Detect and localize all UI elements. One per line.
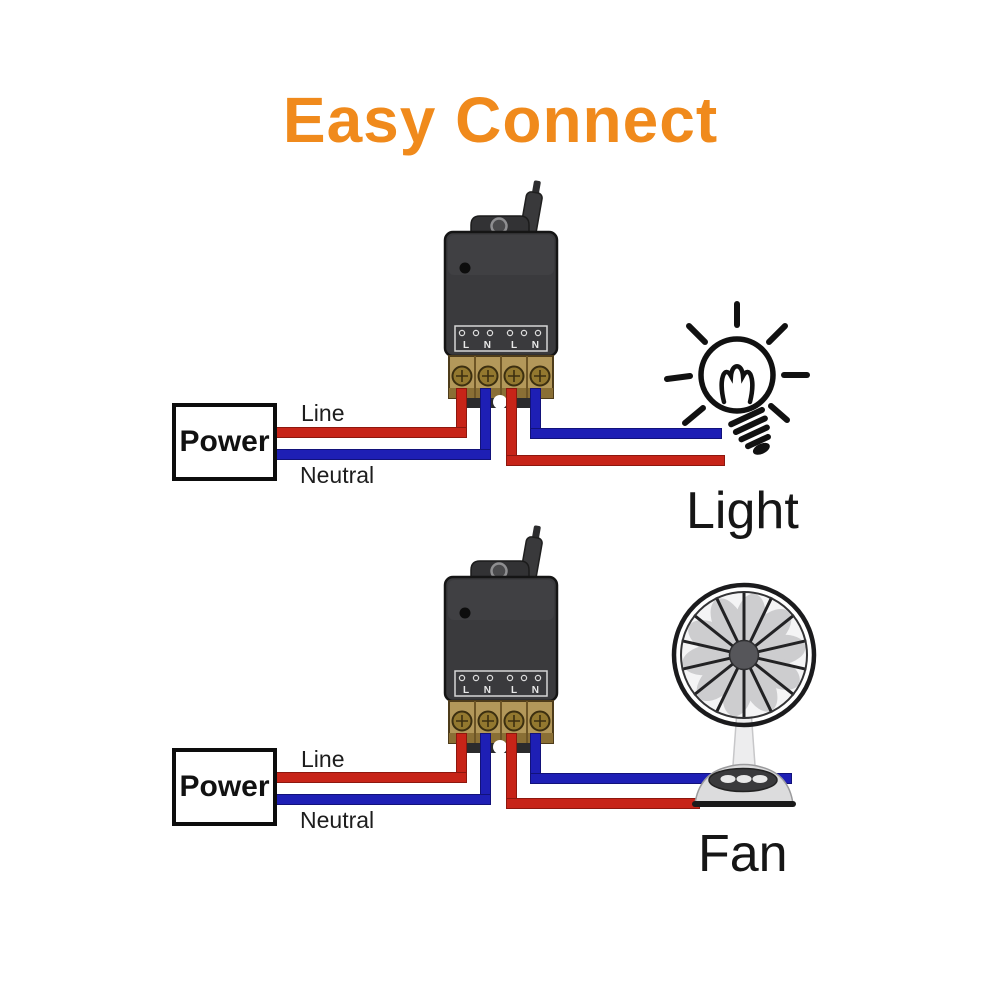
- neutral-wire-relay-drop: [480, 388, 491, 460]
- bulb-rays-icon: [664, 301, 810, 426]
- led-indicator-icon: [459, 262, 471, 274]
- neutral-wire-label: Neutral: [300, 807, 375, 833]
- line-wire-relay-drop: [456, 388, 467, 438]
- terminal-label-strip: L N L N: [454, 325, 548, 352]
- rf-relay-module-icon: L N L N: [443, 180, 559, 409]
- line-wire-label: Line: [301, 746, 345, 772]
- terminal-labels-out: L N: [463, 340, 497, 351]
- terminal-screws-icon: [451, 710, 551, 732]
- load-line-wire-drop: [506, 733, 517, 809]
- line-wire-label: Line: [301, 400, 345, 426]
- load-label-light: Light: [686, 482, 799, 540]
- neutral-wire-relay-drop: [480, 733, 491, 805]
- load-neutral-wire-drop: [530, 733, 541, 784]
- bulb-base-threads: [728, 406, 771, 455]
- line-wire: [276, 772, 467, 783]
- terminal-labels-in: L N: [511, 685, 545, 696]
- light-bulb-icon: [664, 301, 810, 455]
- line-wire-relay-drop: [456, 733, 467, 783]
- line-wire: [276, 427, 467, 438]
- relay-bottom-housing: [461, 740, 539, 754]
- terminal-screws-icon: [451, 365, 551, 387]
- bulb-filament: [719, 364, 755, 405]
- terminal-labels-out: L N: [463, 685, 497, 696]
- rf-relay-module-icon: L N L N: [443, 525, 559, 754]
- load-neutral-wire: [530, 773, 792, 784]
- power-source-box: Power: [172, 403, 277, 481]
- led-indicator-icon: [459, 607, 471, 619]
- power-source-box: Power: [172, 748, 277, 826]
- fan-base: [692, 763, 796, 807]
- neutral-wire: [276, 794, 491, 805]
- load-neutral-wire-drop: [530, 388, 541, 439]
- neutral-wire-label: Neutral: [300, 462, 375, 488]
- relay-body: [443, 575, 559, 703]
- load-label-fan: Fan: [698, 825, 788, 883]
- terminal-labels-in: L N: [511, 340, 545, 351]
- load-line-wire-drop: [506, 388, 517, 466]
- relay-body: [443, 230, 559, 358]
- load-line-wire: [506, 455, 725, 466]
- terminal-label-strip: L N L N: [454, 670, 548, 697]
- power-label: Power: [179, 770, 270, 803]
- page-title: Easy Connect: [282, 84, 719, 156]
- neutral-wire: [276, 449, 491, 460]
- desk-fan-icon: [671, 582, 817, 807]
- load-line-wire: [506, 798, 700, 809]
- fan-hub: [728, 639, 760, 671]
- bulb-glass: [698, 336, 776, 414]
- relay-bottom-housing: [461, 395, 539, 409]
- power-label: Power: [179, 425, 270, 458]
- fan-cage-rim: [671, 582, 817, 728]
- fan-buttons-icon: [720, 775, 768, 783]
- fan-cage-spokes: [681, 591, 807, 719]
- load-neutral-wire: [530, 428, 722, 439]
